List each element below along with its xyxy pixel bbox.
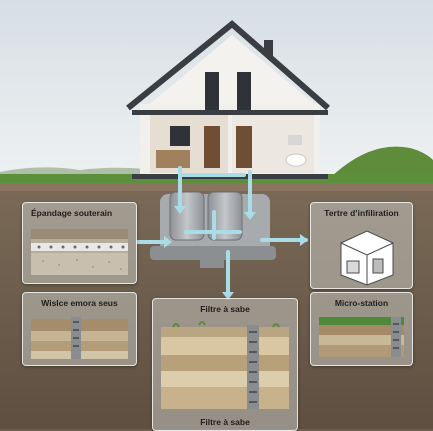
panel-title: Tertre d’infiliration xyxy=(324,208,399,218)
grass-hill xyxy=(330,146,433,182)
panel-bottom-label: Filtre à sabe xyxy=(200,417,250,427)
panel-tertre-infiltration: Tertre d’infiliration xyxy=(310,202,413,289)
micro-station-illustration xyxy=(319,317,404,357)
panel-filtre-a-sable: Filtre à sabe Filtre à sabe xyxy=(152,298,298,431)
house xyxy=(126,20,330,179)
panel-title: Épandage souterain xyxy=(31,208,113,218)
wislce-illustration xyxy=(31,317,128,359)
panel-title: Filtre à sabe xyxy=(200,304,250,314)
filtre-illustration xyxy=(161,321,289,409)
epandage-illustration xyxy=(31,229,128,275)
panel-wislce-emora-seus: Wislce emora seus xyxy=(22,292,137,366)
tertre-illustration xyxy=(340,230,394,286)
panel-epandage-souterrain: Épandage souterain xyxy=(22,202,137,284)
panel-micro-station: Micro-station xyxy=(310,292,413,366)
panel-title: Wislce emora seus xyxy=(41,298,118,308)
panel-title: Micro-station xyxy=(334,298,389,308)
flow-arrows xyxy=(136,166,308,300)
topsoil-band xyxy=(0,183,433,191)
